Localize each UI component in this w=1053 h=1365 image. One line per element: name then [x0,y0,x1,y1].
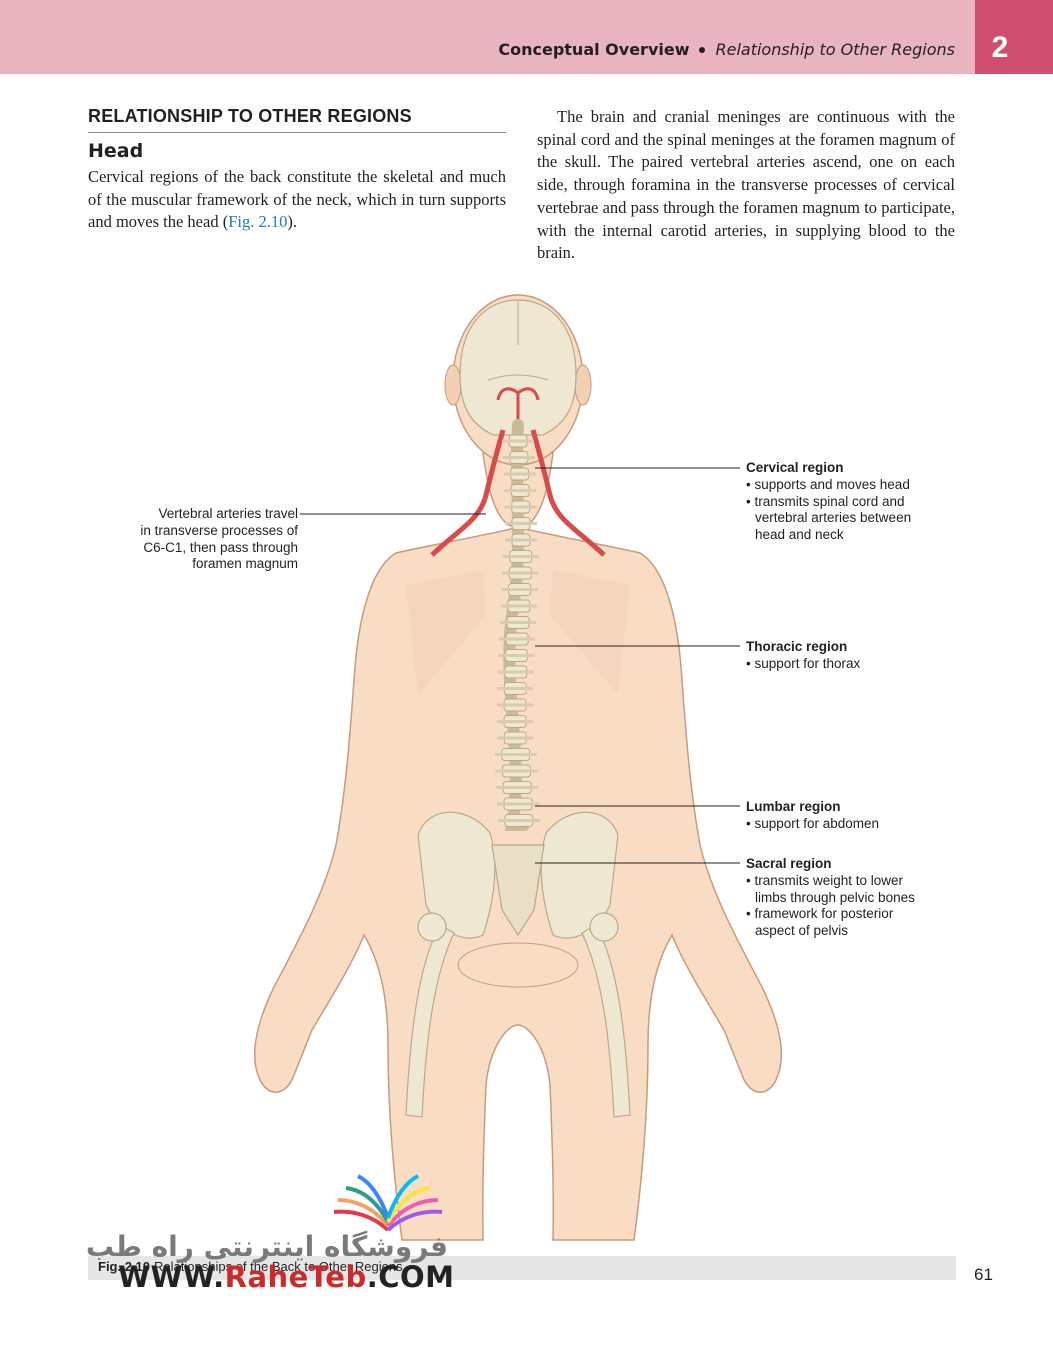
watermark-url-brand: RaheTeb [224,1260,367,1294]
watermark-url-prefix: WWW. [118,1260,225,1294]
book-logo-icon [333,1174,443,1232]
buttocks [457,942,579,988]
scapula-left [406,570,486,695]
watermark: فروشگاه اینترنتی راه طب WWW.RaheTeb.COM [85,1168,458,1298]
ear-left [444,364,462,406]
chapter-number: 2 [991,31,1009,64]
watermark-url-suffix: .COM [366,1260,455,1294]
label-vertebral-arteries: Vertebral arteries travel in transverse … [100,506,298,573]
caption-bar [88,1256,956,1280]
body-paragraph-left: Cervical regions of the back constitute … [88,166,506,234]
vertebral-artery-left [430,429,506,557]
label-thoracic-region: Thoracic region • support for thorax [746,639,936,673]
header-band [0,0,975,74]
section-title: RELATIONSHIP TO OTHER REGIONS [88,106,506,133]
femur-left [405,924,455,1118]
figure-reference-link[interactable]: Fig. 2.10 [228,212,288,232]
lumbar-item-1: • support for abdomen [746,815,880,831]
back-anatomy-illustration [254,294,782,1241]
body-paragraph-right: The brain and cranial meninges are conti… [537,107,955,263]
label-cervical-region: Cervical region • supports and moves hea… [746,460,936,544]
femoral-head-left [417,912,447,942]
ear-right [574,364,592,406]
chapter-tab [975,0,1053,74]
label-lumbar-region: Lumbar region • support for abdomen [746,799,936,833]
skull-suture [487,301,549,381]
running-head-title: Relationship to Other Regions [715,40,955,59]
sacrum [491,844,545,937]
label-sacral-region: Sacral region • transmits weight to lowe… [746,856,936,940]
right-column: The brain and cranial meninges are conti… [537,106,955,265]
watermark-url: WWW.RaheTeb.COM [118,1260,455,1294]
para-text: Cervical regions of the back constitute … [88,167,506,232]
thoracic-title: Thoracic region [746,639,848,654]
vertebrae-group [494,434,540,827]
vertebral-line-4: foramen magnum [192,556,298,572]
left-column: RELATIONSHIP TO OTHER REGIONS Head Cervi… [88,106,506,234]
vertebral-line-2: in transverse processes of [140,522,298,538]
para-end: ). [287,212,297,232]
sacral-item-2: • framework for posterior aspect of pelv… [746,906,894,939]
sacral-title: Sacral region [746,856,832,871]
cervical-item-1: • supports and moves head [746,476,910,492]
caption-text: Relationships of the Back to Other Regio… [154,1259,403,1274]
sacral-item-1: • transmits weight to lower limbs throug… [746,872,915,905]
thoracic-item-1: • support for thorax [746,655,861,671]
anatomy-figure: Vertebral arteries travel in transverse … [88,285,956,1255]
watermark-persian-text: فروشگاه اینترنتی راه طب [85,1230,448,1263]
caption-figure-number: Fig. 2.10 [98,1259,151,1274]
vertebral-artery-right [530,429,606,557]
femur-right [581,924,631,1118]
vertebral-line-3: C6-C1, then pass through [143,539,298,555]
cervical-title: Cervical region [746,460,844,475]
subheading-head: Head [88,140,144,162]
cervical-item-2: • transmits spinal cord and vertebral ar… [746,493,912,543]
bullet-icon [699,46,706,53]
vertebral-line-1: Vertebral arteries travel [158,506,298,521]
running-head-section: Conceptual Overview [498,40,690,59]
scapula-right [550,570,630,695]
page-number: 61 [974,1265,993,1284]
running-head: Conceptual Overview Relationship to Other… [498,40,955,59]
skull [459,299,577,436]
lumbar-title: Lumbar region [746,799,841,814]
femoral-head-right [589,912,619,942]
